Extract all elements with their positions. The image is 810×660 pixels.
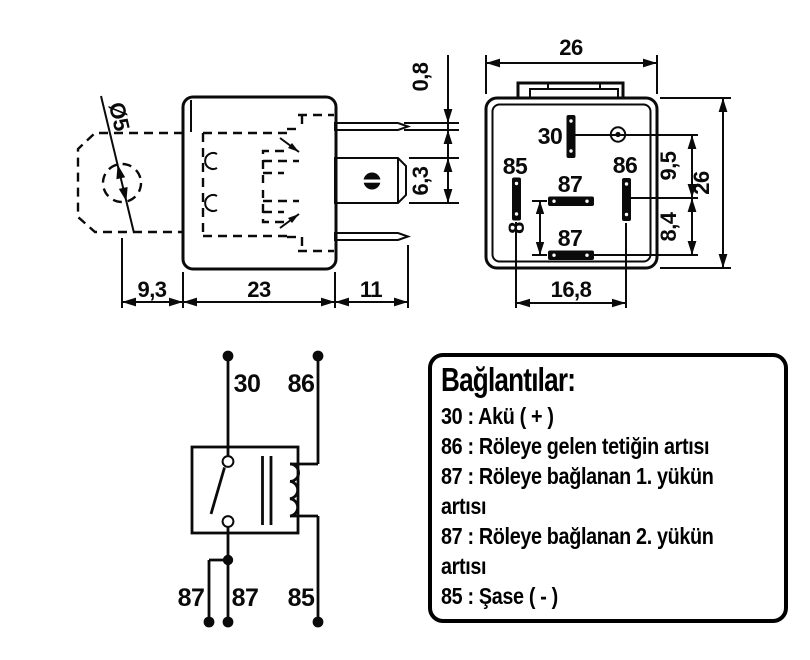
switch-bottom-contact: [221, 515, 235, 528]
tab-offset-label: 9,3: [137, 277, 166, 302]
pin87a-label: 87: [558, 171, 583, 197]
pinview-dim-87: 8: [504, 200, 547, 256]
relay-body-side: [181, 95, 338, 271]
internal-structure: [201, 113, 334, 253]
legend-item-30: 30 : Akü ( + ): [441, 403, 554, 429]
mounting-tab-outline: [76, 131, 183, 234]
pin-view: 30 85 86 87 87 26 9,5 8,4 26: [484, 35, 731, 308]
pitch-85-86-label: 16,8: [551, 277, 592, 302]
pitch-top-label: 9,5: [656, 151, 681, 180]
relay-pins-side: [334, 122, 412, 241]
coil: [289, 462, 300, 518]
pitch-87-label: 8: [504, 222, 529, 234]
switch-top-contact: [221, 455, 235, 468]
pinview-dims-right: 9,5 8,4 26: [656, 97, 731, 269]
center-mark: [609, 126, 627, 143]
sch-pin85-label: 85: [288, 584, 315, 612]
side-view: Ø5: [76, 55, 459, 308]
width-label: 26: [559, 35, 583, 60]
pin-thickness-label: 0,8: [408, 62, 433, 91]
legend-item-87a: 87 : Röleye bağlanan 1. yükün artısı: [441, 463, 714, 519]
mounting-hole: [101, 162, 143, 204]
pitch-bottom-label: 8,4: [656, 211, 681, 241]
terminal-slots: [512, 115, 631, 260]
slot-87a: [548, 196, 594, 206]
pin30-label: 30: [538, 123, 563, 149]
sch-pin86-label: 86: [288, 370, 315, 398]
slot-86: [622, 178, 631, 221]
relay-box: [190, 445, 300, 535]
legend-item-86: 86 : Röleye gelen tetiğin artısı: [441, 433, 710, 459]
hole-leader-line: [100, 95, 135, 234]
slot-87b: [548, 250, 594, 260]
sch-pin30-label: 30: [234, 370, 261, 398]
sch-pin87b-label: 87: [232, 584, 259, 612]
pin85-label: 85: [503, 153, 528, 179]
slot-85: [512, 177, 521, 221]
blade-width-label: 6,3: [408, 166, 433, 195]
sch-pin87a-label: 87: [178, 584, 205, 612]
slot-30: [566, 115, 576, 158]
pinview-dim-top: 26: [485, 35, 658, 94]
pin86-label: 86: [613, 152, 638, 178]
legend-panel: Bağlantılar: 30 : Akü ( + ) 86 : Röleye …: [428, 353, 788, 623]
side-dims-bottom: 9,3 23 11: [121, 238, 409, 308]
legend-title: Bağlantılar:: [441, 361, 576, 398]
pinview-dim-bottom: 16,8: [516, 277, 626, 308]
pin87b-label: 87: [558, 225, 583, 251]
body-width-label: 23: [247, 277, 271, 302]
height-label: 26: [689, 171, 714, 195]
relay-body-bottom: [484, 96, 659, 270]
legend-item-85: 85 : Şase ( - ): [441, 583, 558, 609]
schematic: 30 86 87 87 85: [178, 350, 324, 628]
legend-item-87b: 87 : Röleye bağlanan 2. yükün artısı: [441, 523, 714, 579]
pin-length-label: 11: [360, 277, 383, 302]
side-dims-right: 0,8 6,3: [404, 55, 459, 204]
